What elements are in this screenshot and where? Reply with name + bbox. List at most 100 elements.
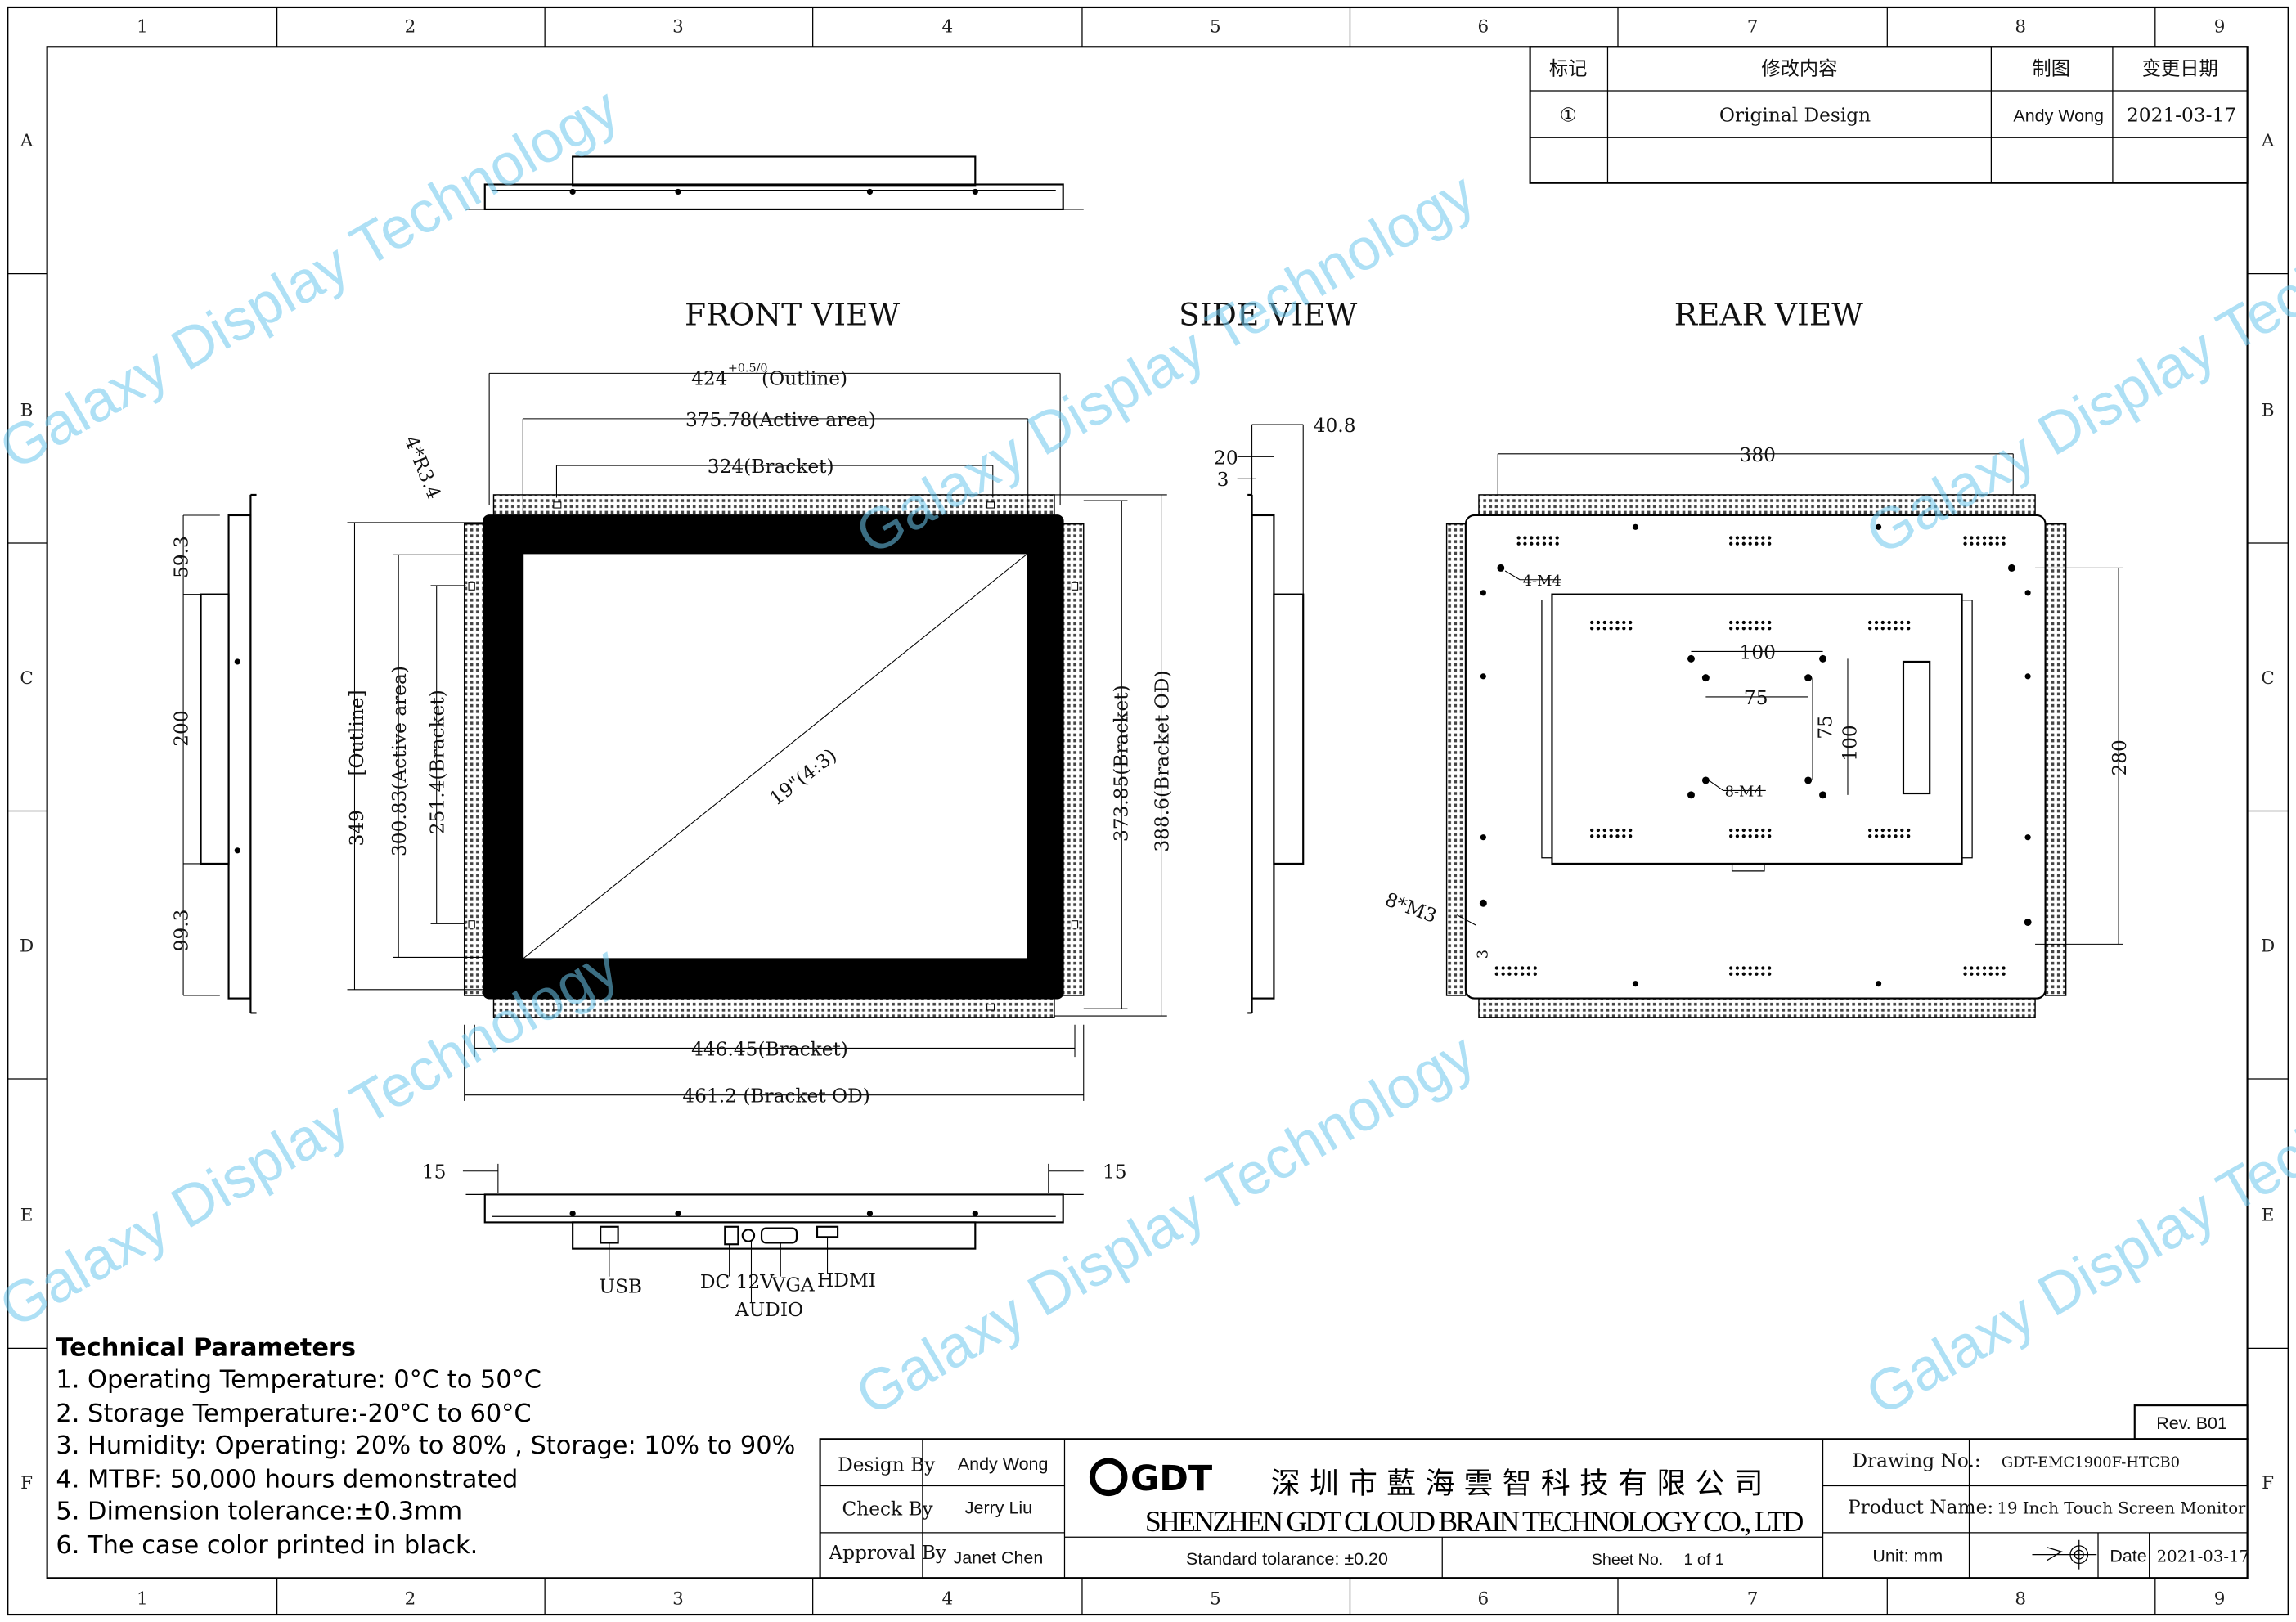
- svg-text:Check By: Check By: [842, 1498, 933, 1520]
- svg-text:标记: 标记: [1549, 57, 1588, 79]
- front-view-title: FRONT VIEW: [685, 296, 900, 332]
- svg-text:8: 8: [2015, 16, 2026, 37]
- svg-text:Andy Wong: Andy Wong: [958, 1454, 1049, 1474]
- svg-text:Rev. B01: Rev. B01: [2156, 1413, 2227, 1433]
- svg-text:373.85(Bracket): 373.85(Bracket): [1110, 685, 1132, 842]
- svg-text:2: 2: [405, 16, 416, 37]
- svg-text:424: 424: [691, 368, 727, 390]
- svg-text:Andy Wong: Andy Wong: [2013, 106, 2104, 126]
- svg-text:100: 100: [1840, 725, 1862, 761]
- svg-text:2. Storage Temperature:-20°C t: 2. Storage Temperature:-20°C to 60°C: [56, 1400, 531, 1428]
- svg-text:9: 9: [2214, 1589, 2226, 1610]
- svg-text:Galaxy Display Technology: Galaxy Display Technology: [1855, 1021, 2296, 1428]
- svg-text:461.2 (Bracket OD): 461.2 (Bracket OD): [682, 1085, 869, 1108]
- svg-text:[Outline]: [Outline]: [346, 690, 368, 775]
- svg-text:F: F: [2262, 1473, 2274, 1494]
- svg-text:3. Humidity: Operating: 20% to: 3. Humidity: Operating: 20% to 80% , Sto…: [56, 1431, 795, 1460]
- svg-text:A: A: [2261, 131, 2275, 151]
- watermarks: Galaxy Display Technology Galaxy Display…: [0, 75, 2296, 1429]
- front-dimensions: [347, 372, 1167, 1101]
- svg-text:C: C: [20, 668, 33, 689]
- svg-text::::::::: :::::::: [1962, 528, 2007, 550]
- svg-text:①: ①: [1560, 105, 1577, 127]
- svg-text:75: 75: [1814, 715, 1836, 739]
- svg-text:A: A: [20, 131, 34, 151]
- svg-text:变更日期: 变更日期: [2142, 57, 2218, 79]
- svg-text:2021-03-17: 2021-03-17: [2157, 1548, 2249, 1566]
- svg-text:8-M4: 8-M4: [1725, 784, 1764, 801]
- svg-text:3: 3: [672, 16, 684, 37]
- svg-text::::::::: :::::::: [1494, 958, 1539, 980]
- svg-text:15: 15: [422, 1161, 447, 1184]
- svg-text:5: 5: [1210, 16, 1221, 37]
- svg-text:Date: Date: [2110, 1547, 2146, 1566]
- svg-text:375.78(Active area): 375.78(Active area): [685, 409, 876, 431]
- svg-text:GDT: GDT: [1130, 1458, 1213, 1499]
- svg-text:20: 20: [1214, 447, 1238, 469]
- svg-text:3: 3: [672, 1589, 684, 1610]
- svg-text:5: 5: [1210, 1589, 1221, 1610]
- svg-text:Approval By: Approval By: [828, 1542, 947, 1564]
- svg-text:349: 349: [346, 810, 368, 846]
- svg-text:Galaxy Display Technology: Galaxy Display Technology: [0, 75, 630, 483]
- svg-text::::::::: :::::::: [1728, 958, 1773, 980]
- svg-text::::::::: :::::::: [1588, 613, 1633, 635]
- svg-text:Standard tolarance: ±0.20: Standard tolarance: ±0.20: [1186, 1549, 1388, 1569]
- svg-text:300.83(Active area): 300.83(Active area): [389, 666, 411, 856]
- svg-text:6: 6: [1478, 16, 1489, 37]
- svg-text:D: D: [20, 936, 34, 956]
- svg-text::::::::: :::::::: [1962, 958, 2007, 980]
- svg-text:F: F: [20, 1473, 33, 1494]
- svg-text:HDMI: HDMI: [817, 1269, 876, 1292]
- svg-text:7: 7: [1747, 1589, 1759, 1610]
- svg-text::::::::: :::::::: [1728, 613, 1773, 635]
- svg-text:446.45(Bracket): 446.45(Bracket): [691, 1038, 848, 1060]
- technical-parameters: Technical Parameters 1. Operating Temper…: [56, 1333, 795, 1560]
- gdt-logo: GDT: [1089, 1458, 1213, 1499]
- side-view-title: SIDE VIEW: [1179, 296, 1358, 332]
- svg-text:B: B: [2262, 400, 2275, 420]
- svg-text:修改内容: 修改内容: [1761, 57, 1837, 79]
- svg-text:Original Design: Original Design: [1719, 105, 1871, 127]
- svg-text:Galaxy Display Technology: Galaxy Display Technology: [1855, 160, 2296, 568]
- svg-text:2021-03-17: 2021-03-17: [2127, 105, 2236, 127]
- projection-symbol-icon: [2032, 1539, 2097, 1570]
- svg-text::::::::: :::::::: [1867, 820, 1912, 842]
- top-view: [465, 155, 1084, 211]
- svg-text:C: C: [2261, 668, 2274, 689]
- svg-text:200: 200: [170, 710, 192, 746]
- svg-text:324(Bracket): 324(Bracket): [708, 456, 834, 478]
- svg-text:4-M4: 4-M4: [1523, 573, 1561, 590]
- svg-text::::::::: :::::::: [1516, 528, 1561, 550]
- svg-text:59.3: 59.3: [170, 536, 192, 578]
- svg-text::::::::: :::::::: [1728, 528, 1773, 550]
- svg-text:4: 4: [941, 16, 953, 37]
- svg-text:制图: 制图: [2032, 57, 2070, 79]
- svg-text::::::::: :::::::: [1867, 613, 1912, 635]
- rear-view-title: REAR VIEW: [1674, 296, 1864, 332]
- front-dim-labels: 424+0.5/0(Outline) 375.78(Active area) 3…: [346, 362, 1173, 1108]
- svg-text:4*R3.4: 4*R3.4: [400, 433, 445, 502]
- svg-text:4. MTBF: 50,000 hours demonstr: 4. MTBF: 50,000 hours demonstrated: [56, 1465, 518, 1494]
- svg-text:GDT-EMC1900F-HTCB0: GDT-EMC1900F-HTCB0: [2002, 1454, 2180, 1471]
- svg-text:2: 2: [405, 1589, 416, 1610]
- svg-text:7: 7: [1747, 16, 1759, 37]
- svg-text:Unit: mm: Unit: mm: [1872, 1547, 1943, 1566]
- svg-text:280: 280: [2109, 739, 2131, 775]
- svg-text:USB: USB: [599, 1275, 642, 1297]
- svg-text:6: 6: [1478, 1589, 1489, 1610]
- svg-text:+0.5/0: +0.5/0: [728, 362, 768, 375]
- svg-text::::::::: :::::::: [1728, 820, 1773, 842]
- svg-text:B: B: [20, 400, 34, 420]
- svg-text:Drawing No.:: Drawing No.:: [1852, 1449, 1980, 1471]
- svg-text:8: 8: [2015, 1589, 2026, 1610]
- grid-lines: [7, 7, 2289, 1615]
- svg-text:6. The case color printed in b: 6. The case color printed in black.: [56, 1531, 478, 1560]
- svg-text:E: E: [2262, 1206, 2275, 1226]
- svg-text:15: 15: [1103, 1161, 1127, 1184]
- svg-text:Galaxy Display Technology: Galaxy Display Technology: [845, 160, 1485, 568]
